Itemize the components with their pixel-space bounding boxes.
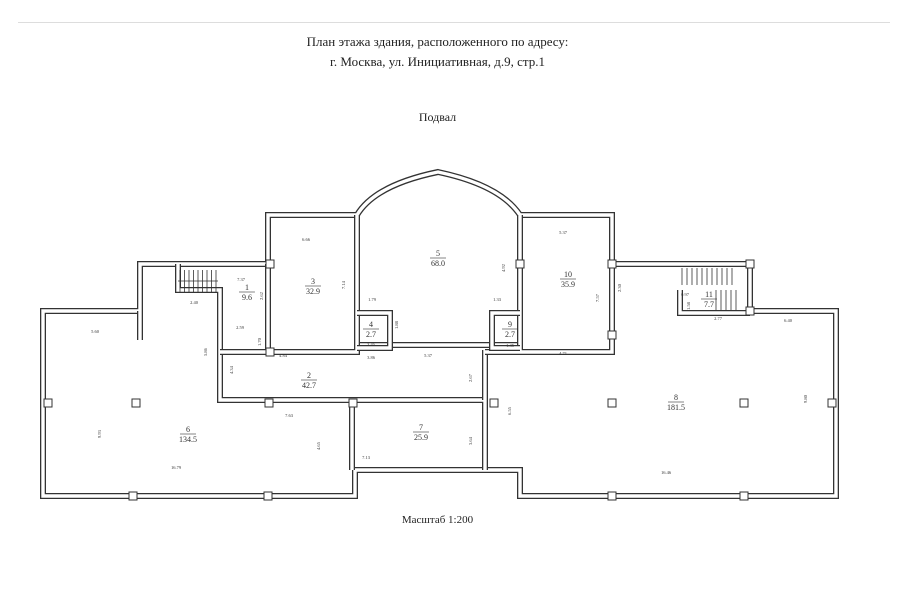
room-number: 10: [564, 270, 572, 279]
dimension-label: 2.62: [259, 292, 264, 300]
dimension-label: 2.30: [617, 283, 622, 292]
title-line-2: г. Москва, ул. Инициативная, д.9, стр.1: [329, 54, 546, 69]
room-number: 11: [705, 290, 713, 299]
room-area: 42.7: [302, 381, 316, 390]
dimension-label: 5.37: [424, 353, 433, 358]
room-area: 7.7: [704, 300, 714, 309]
column-icon: [607, 259, 617, 269]
room-area: 2.7: [505, 330, 515, 339]
column-icon: [264, 398, 274, 408]
room-number: 5: [436, 249, 440, 258]
dimension-label: 0.97: [681, 292, 690, 297]
walls: [40, 168, 839, 499]
column-icon: [263, 491, 273, 501]
room-area: 181.5: [667, 403, 685, 412]
page-edge: [18, 22, 890, 23]
wall-inner: [41, 170, 838, 498]
stairs: [178, 268, 737, 310]
dimension-label: 2.59: [236, 325, 245, 330]
scale-label: Масштаб 1:200: [401, 514, 474, 526]
room-area: 9.6: [242, 293, 252, 302]
wall: [265, 264, 615, 355]
wall-inner: [357, 311, 392, 350]
dimension-label: 5.86: [203, 347, 208, 356]
dimension-label: 9.93: [97, 429, 102, 438]
dimension-label: 3.45: [367, 342, 376, 347]
dimension-label: 16.79: [171, 465, 182, 470]
room-area: 134.5: [179, 435, 197, 444]
room-area: 32.9: [306, 287, 320, 296]
dimension-label: 4.84: [279, 353, 288, 358]
column-icon: [827, 398, 837, 408]
dimension-label: 16.46: [661, 470, 672, 475]
dimension-label: 2.67: [468, 373, 473, 382]
wall: [40, 168, 839, 499]
dimension-label: 1.33: [493, 297, 502, 302]
dimension-label: 1.79: [368, 297, 377, 302]
room-number: 3: [311, 277, 315, 286]
column-icon: [515, 259, 525, 269]
dimension-label: 4.34: [229, 365, 234, 374]
dimension-label: 2.77: [714, 316, 723, 321]
wall-inner: [490, 311, 520, 350]
floor-label: Подвал: [418, 110, 457, 124]
dimension-label: 6.55: [507, 406, 512, 415]
dimension-label: 4.65: [316, 441, 321, 450]
dimension-label: 3.86: [367, 355, 376, 360]
dimension-label: 4.92: [501, 264, 506, 272]
column-icon: [607, 491, 617, 501]
column-icon: [348, 398, 358, 408]
dimension-label: 2.40: [190, 300, 199, 305]
dimension-label: 5.60: [91, 329, 100, 334]
dimension-label: 4.71: [559, 351, 567, 356]
title-line-1: План этажа здания, расположенного по адр…: [306, 34, 569, 49]
room-number: 1: [245, 283, 249, 292]
column-icon: [131, 398, 141, 408]
room-area: 68.0: [431, 259, 445, 268]
column-icon: [739, 398, 749, 408]
room-labels: 19.6242.7332.942.7568.06134.5725.98181.5…: [179, 249, 717, 444]
column-icon: [43, 398, 53, 408]
dimension-labels: 6.66 7.37 2.40 2.62 7.14 2.59 1.70 5.86 5.60 4.84…: [91, 230, 808, 475]
room-number: 9: [508, 320, 512, 329]
column-icon: [489, 398, 499, 408]
dimension-label: 7.13: [362, 455, 371, 460]
wall: [175, 264, 488, 470]
wall-inner: [176, 264, 487, 470]
dimension-label: 6.40: [784, 318, 793, 323]
column-icon: [265, 259, 275, 269]
dimension-label: 1.58: [686, 301, 691, 310]
column-icon: [607, 330, 617, 340]
room-number: 8: [674, 393, 678, 402]
column-icon: [128, 491, 138, 501]
dimension-label: 1.88: [394, 320, 399, 329]
columns: [43, 259, 837, 501]
room-number: 6: [186, 425, 190, 434]
column-icon: [607, 398, 617, 408]
dimension-label: 7.37: [237, 277, 246, 282]
dimension-label: 9.80: [803, 394, 808, 403]
dimension-label: 7.57: [595, 293, 600, 302]
dimension-label: 3.64: [468, 436, 473, 445]
dimension-label: 1.70: [257, 337, 262, 346]
wall-inner: [266, 264, 614, 354]
room-number: 7: [419, 423, 423, 432]
column-icon: [739, 491, 749, 501]
wall-inner: [678, 290, 750, 315]
dimension-label: 6.66: [302, 237, 311, 242]
column-icon: [265, 347, 275, 357]
room-number: 2: [307, 371, 311, 380]
dimension-label: 7.14: [341, 280, 346, 289]
room-area: 25.9: [414, 433, 428, 442]
room-area: 35.9: [561, 280, 575, 289]
column-icon: [745, 306, 755, 316]
room-number: 4: [369, 320, 373, 329]
dimension-label: 5.37: [559, 230, 568, 235]
room-area: 2.7: [366, 330, 376, 339]
dimension-label: 7.63: [285, 413, 294, 418]
dimension-label: 1.45: [506, 343, 515, 348]
column-icon: [745, 259, 755, 269]
